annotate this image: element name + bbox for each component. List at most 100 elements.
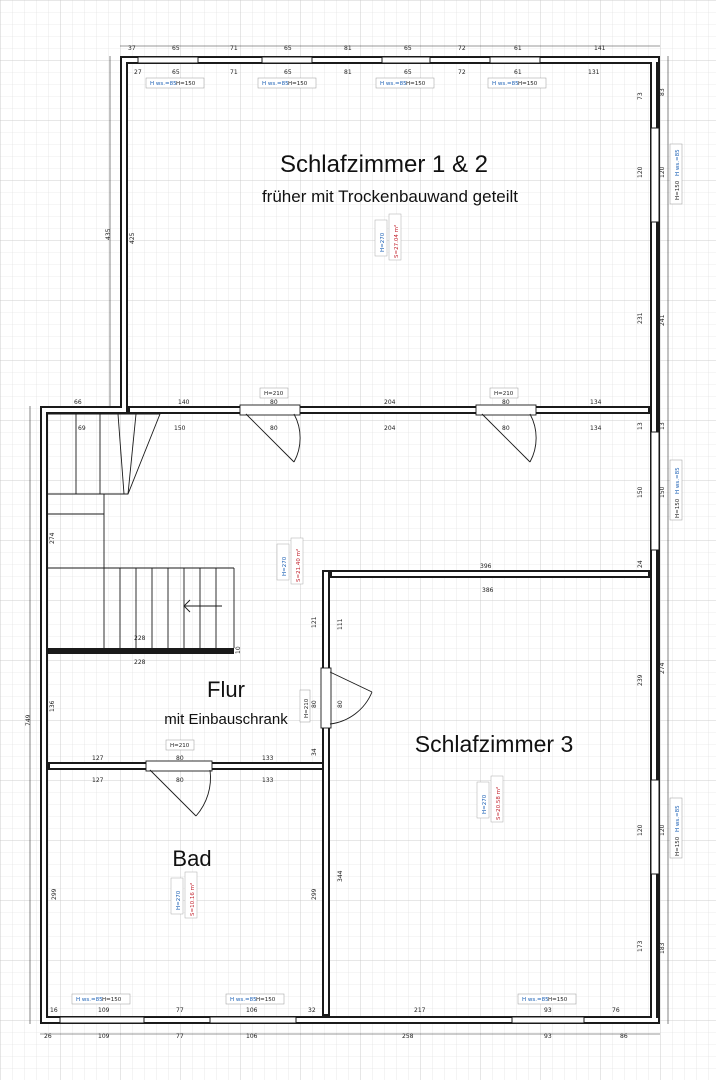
svg-text:H=270: H=270 — [380, 232, 386, 252]
dim-label: 120 — [659, 166, 666, 178]
staircase — [48, 413, 235, 648]
dim-label: 111 — [337, 618, 344, 630]
dim-label: 204 — [384, 399, 396, 406]
dim-label: 228 — [134, 635, 146, 642]
dim-label: 76 — [612, 1007, 620, 1014]
opening-labels: H=150 H ws.=85 H=150 H ws.=85 H=150 H ws… — [71, 77, 683, 1005]
svg-text:H ws.=85: H ws.=85 — [262, 81, 289, 87]
svg-text:H ws.=85: H ws.=85 — [76, 997, 103, 1003]
svg-text:H ws.=85: H ws.=85 — [675, 467, 681, 494]
dim-label: 120 — [659, 824, 666, 836]
dim-label: 93 — [544, 1033, 552, 1040]
svg-text:H=210: H=210 — [170, 743, 190, 749]
svg-text:H=210: H=210 — [304, 698, 310, 718]
room-title-flur: Flur — [207, 677, 245, 702]
window-label-box: H=150 H ws.=85 — [225, 993, 285, 1005]
dim-label: 204 — [384, 425, 396, 432]
room-tag-schlafzimmer12: H=270 S=27.04 m² — [374, 213, 402, 261]
dim-label: 127 — [92, 777, 104, 784]
dim-label: 61 — [514, 69, 522, 76]
dim-label: 80 — [270, 399, 278, 406]
svg-text:H=150: H=150 — [548, 997, 568, 1003]
room-tag-bad: H=270 S=10.16 m² — [170, 871, 198, 919]
svg-text:H=210: H=210 — [264, 391, 284, 397]
dim-label: 228 — [134, 659, 146, 666]
dim-label: 26 — [44, 1033, 52, 1040]
dim-label: 134 — [590, 399, 602, 406]
svg-text:H ws.=85: H ws.=85 — [675, 149, 681, 176]
room-note-schlafzimmer12: früher mit Trockenbauwand geteilt — [262, 187, 518, 206]
dim-label: 121 — [311, 616, 318, 628]
dim-label: 80 — [270, 425, 278, 432]
dim-label: 66 — [74, 399, 82, 406]
svg-text:H=150: H=150 — [288, 81, 308, 87]
dim-label: 27 — [134, 69, 142, 76]
dim-label: 173 — [637, 940, 644, 952]
windows — [59, 56, 660, 1024]
svg-text:S=20.58 m²: S=20.58 m² — [495, 787, 502, 820]
dim-label: 141 — [594, 45, 606, 52]
svg-text:H=150: H=150 — [256, 997, 276, 1003]
dim-label: 231 — [637, 312, 644, 324]
dim-label: 34 — [311, 748, 318, 756]
dim-label: 65 — [404, 45, 412, 52]
svg-text:H=150: H=150 — [675, 498, 681, 518]
dim-label: 80 — [502, 399, 510, 406]
door-label-box: H=210 — [259, 387, 289, 399]
dim-label: 274 — [49, 532, 56, 544]
dim-label: 241 — [659, 314, 666, 326]
dim-label: 77 — [176, 1007, 184, 1014]
window-label-box: H=150 H ws.=85 — [669, 797, 683, 859]
dim-label: 10 — [235, 646, 242, 654]
dim-label: 65 — [284, 69, 292, 76]
svg-text:H ws.=85: H ws.=85 — [675, 805, 681, 832]
dim-label: 77 — [176, 1033, 184, 1040]
svg-text:H=150: H=150 — [675, 836, 681, 856]
svg-text:H=270: H=270 — [282, 556, 288, 576]
window-label-box: H=150 H ws.=85 — [517, 993, 577, 1005]
svg-text:H=150: H=150 — [102, 997, 122, 1003]
dim-label: 127 — [92, 755, 104, 762]
room-tag-flur: H=270 S=21.40 m² — [276, 537, 304, 585]
dim-label: 106 — [246, 1033, 258, 1040]
dim-label: 131 — [588, 69, 600, 76]
room-note-flur: mit Einbauschrank — [164, 711, 288, 728]
window-label-box: H=150 H ws.=85 — [669, 459, 683, 521]
dim-label: 69 — [78, 425, 86, 432]
dim-label: 749 — [25, 714, 32, 726]
dim-label: 24 — [637, 560, 644, 568]
dim-label: 65 — [284, 45, 292, 52]
window-label-box: H=150 H ws.=85 — [487, 77, 547, 89]
svg-text:H=150: H=150 — [406, 81, 426, 87]
dim-label: 133 — [262, 777, 274, 784]
dim-label: 150 — [659, 486, 666, 498]
svg-text:H=150: H=150 — [675, 180, 681, 200]
dim-label: 106 — [246, 1007, 258, 1014]
svg-text:H=210: H=210 — [494, 391, 514, 397]
dim-label: 65 — [172, 69, 180, 76]
dim-label: 80 — [176, 777, 184, 784]
dim-label: 150 — [637, 486, 644, 498]
dim-label: 73 — [637, 92, 644, 100]
dim-label: 386 — [482, 587, 494, 594]
dim-label: 274 — [659, 662, 666, 674]
dim-label: 183 — [659, 942, 666, 954]
svg-text:H ws.=85: H ws.=85 — [230, 997, 257, 1003]
dim-label: 72 — [458, 69, 466, 76]
dimension-texts: 37 65 71 65 81 65 72 61 141 27 65 71 65 … — [25, 45, 666, 1040]
room-titles: Schlafzimmer 1 & 2 früher mit Trockenbau… — [164, 151, 573, 871]
dim-label: 150 — [174, 425, 186, 432]
svg-text:H ws.=85: H ws.=85 — [380, 81, 407, 87]
dim-label: 71 — [230, 45, 238, 52]
dim-label: 239 — [637, 674, 644, 686]
dim-label: 32 — [308, 1007, 316, 1014]
window-label-box: H=150 H ws.=85 — [257, 77, 317, 89]
dim-label: 37 — [128, 45, 136, 52]
dim-label: 435 — [105, 228, 112, 240]
dim-label: 80 — [176, 755, 184, 762]
dim-label: 72 — [458, 45, 466, 52]
svg-text:H=270: H=270 — [176, 890, 182, 910]
room-title-schlafzimmer12: Schlafzimmer 1 & 2 — [280, 151, 488, 178]
